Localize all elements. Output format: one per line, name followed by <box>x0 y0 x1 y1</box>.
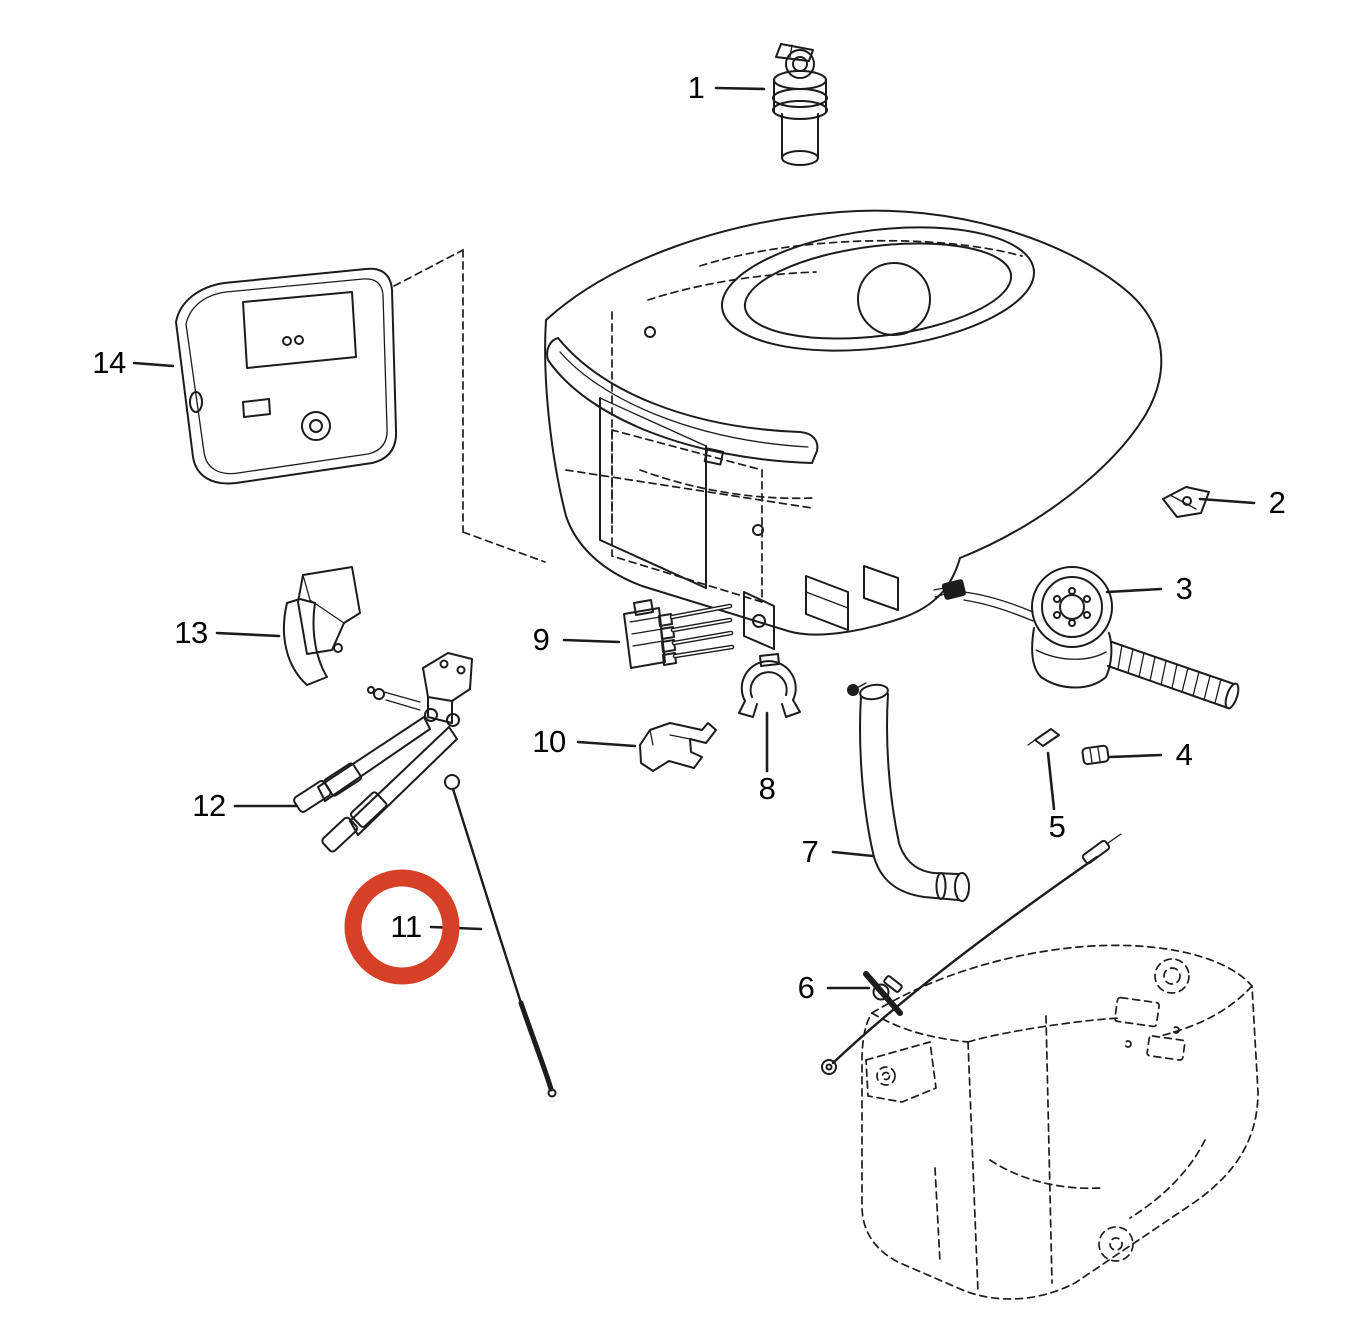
leader-line-3 <box>1105 587 1163 594</box>
leader-lines <box>132 86 1256 990</box>
part-label-5: 5 <box>1048 809 1066 844</box>
leader-line-7 <box>831 850 875 858</box>
part-label-11: 11 <box>390 909 422 944</box>
part-4-clip-drawing <box>1081 744 1110 766</box>
part-label-9: 9 <box>532 622 550 657</box>
highlight-ring-part-11 <box>344 869 460 985</box>
part-1-filler-cap-drawing <box>772 43 828 166</box>
leader-line-2 <box>1198 497 1256 505</box>
part-13-bracket-drawing <box>283 566 361 686</box>
part-label-3: 3 <box>1175 571 1193 606</box>
part-label-10: 10 <box>532 724 566 759</box>
part-14-control-panel-drawing <box>175 249 546 563</box>
part-10-clip-bracket-drawing <box>639 722 717 772</box>
leader-line-9 <box>562 638 621 644</box>
part-label-1: 1 <box>687 70 705 105</box>
part-11-rod-drawing <box>444 774 557 1098</box>
part-label-6: 6 <box>797 970 815 1005</box>
part-label-12: 12 <box>192 788 226 823</box>
part-7-discharge-tube-drawing <box>847 682 970 902</box>
holding-tank-drawing <box>861 944 1259 1300</box>
part-label-2: 2 <box>1268 485 1286 520</box>
leader-line-10 <box>576 740 637 748</box>
leader-line-5 <box>1046 751 1056 811</box>
leader-line-14 <box>132 361 175 368</box>
part-3-pump-assembly-drawing <box>933 566 1240 710</box>
main-housing-drawing <box>544 209 1163 650</box>
part-label-8: 8 <box>758 771 776 806</box>
part-9-wire-connector-drawing <box>623 599 735 669</box>
part-5-pin-drawing <box>1027 728 1060 747</box>
part-12-lever-assembly-drawing <box>293 652 473 853</box>
part-label-13: 13 <box>174 615 208 650</box>
part-6-pull-cable-drawing <box>821 833 1122 1075</box>
leader-line-4 <box>1108 753 1163 759</box>
part-8-hose-clamp-drawing <box>738 653 801 718</box>
part-label-14: 14 <box>92 345 126 380</box>
part-label-4: 4 <box>1175 737 1193 772</box>
part-2-bracket-drawing <box>1162 486 1210 518</box>
leader-line-13 <box>215 631 281 638</box>
leader-line-1 <box>714 86 766 91</box>
part-label-7: 7 <box>801 834 819 869</box>
